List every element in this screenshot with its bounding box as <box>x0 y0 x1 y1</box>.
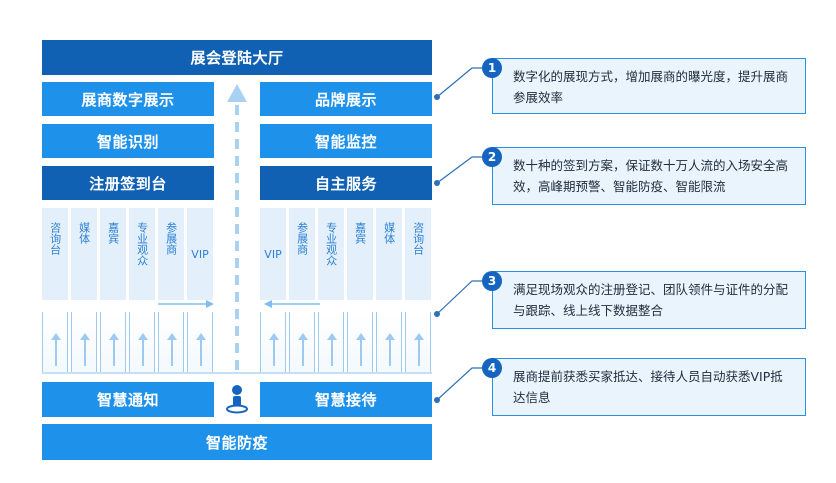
column-consult: 咨询台 <box>405 208 431 300</box>
right-visitor-columns: VIP 参展商 专业观众 嘉宾 媒体 咨询台 <box>260 208 431 300</box>
person-icon <box>226 385 248 414</box>
exhibitor-digital-display: 展商数字展示 <box>42 82 214 116</box>
note-2: 数十种的签到方案，保证数十万人流的入场安全高效，高峰期预警、智能防疫、智能限流 <box>492 147 806 205</box>
gate <box>158 312 184 372</box>
note-number-2: 2 <box>482 147 502 167</box>
column-guest: 嘉宾 <box>100 208 126 300</box>
note-number-4: 4 <box>482 358 502 378</box>
brand-display: 品牌展示 <box>260 82 432 116</box>
gate <box>260 312 286 372</box>
gate <box>289 312 315 372</box>
smart-epidemic-prevention: 智能防疫 <box>42 424 432 460</box>
left-visitor-columns: 咨询台 媒体 嘉宾 专业观众 参展商 VIP <box>42 208 213 300</box>
registration-checkin-desk: 注册签到台 <box>42 166 214 200</box>
note-number-3: 3 <box>482 271 502 291</box>
gate <box>405 312 431 372</box>
column-pro-visitor: 专业观众 <box>129 208 155 300</box>
gate <box>318 312 344 372</box>
column-vip: VIP <box>187 208 213 300</box>
note-1: 数字化的展现方式，增加展商的曝光度，提升展商参展效率 <box>492 58 806 114</box>
gate <box>347 312 373 372</box>
right-entry-gates <box>260 312 431 372</box>
self-service: 自主服务 <box>260 166 432 200</box>
column-consult: 咨询台 <box>42 208 68 300</box>
smart-reception: 智慧接待 <box>260 382 432 417</box>
gate <box>376 312 402 372</box>
gate <box>42 312 68 372</box>
gate <box>129 312 155 372</box>
note-3: 满足现场观众的注册登记、团队领件与证件的分配与跟踪、线上线下数据整合 <box>492 271 806 329</box>
gate <box>187 312 213 372</box>
column-guest: 嘉宾 <box>347 208 373 300</box>
column-vip: VIP <box>260 208 286 300</box>
smart-notification: 智慧通知 <box>42 382 214 417</box>
note-4: 展商提前获悉买家抵达、接待人员自动获悉VIP抵达信息 <box>492 358 806 416</box>
column-pro-visitor: 专业观众 <box>318 208 344 300</box>
column-media: 媒体 <box>376 208 402 300</box>
left-entry-gates <box>42 312 213 372</box>
gate <box>100 312 126 372</box>
column-exhibitor: 参展商 <box>158 208 184 300</box>
column-exhibitor: 参展商 <box>289 208 315 300</box>
exhibition-hall-banner: 展会登陆大厅 <box>42 40 432 75</box>
smart-monitoring: 智能监控 <box>260 124 432 158</box>
note-number-1: 1 <box>482 58 502 78</box>
column-media: 媒体 <box>71 208 97 300</box>
gate <box>71 312 97 372</box>
smart-recognition: 智能识别 <box>42 124 214 158</box>
